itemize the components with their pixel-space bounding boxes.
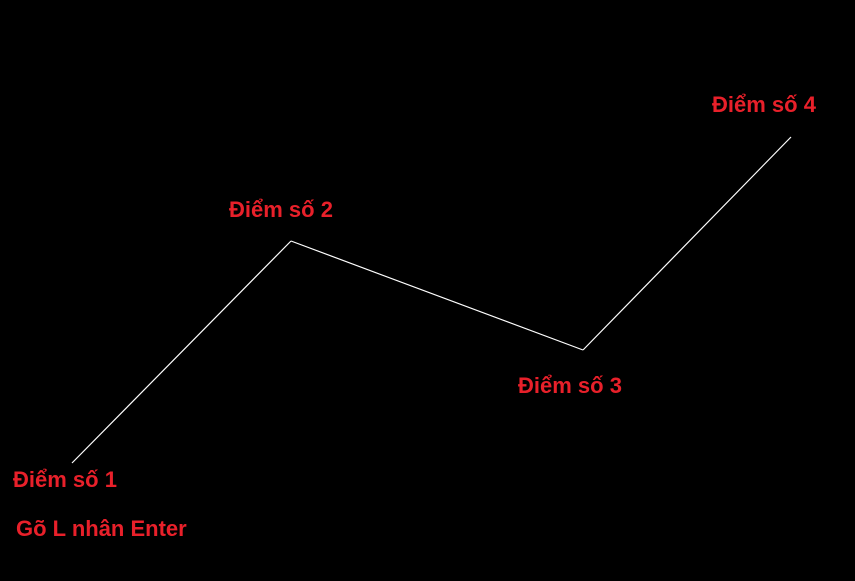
point-3-label: Điểm số 3	[518, 373, 622, 398]
point-1-label: Điểm số 1	[13, 467, 117, 492]
line-segment-1-2[interactable]	[71, 240, 292, 464]
point-4-label: Điểm số 4	[712, 92, 816, 117]
line-segment-3-4[interactable]	[582, 136, 792, 351]
point-2-label: Điểm số 2	[229, 197, 333, 222]
instruction-text: Gõ L nhân Enter	[16, 516, 187, 541]
line-segment-2-3[interactable]	[290, 240, 584, 351]
